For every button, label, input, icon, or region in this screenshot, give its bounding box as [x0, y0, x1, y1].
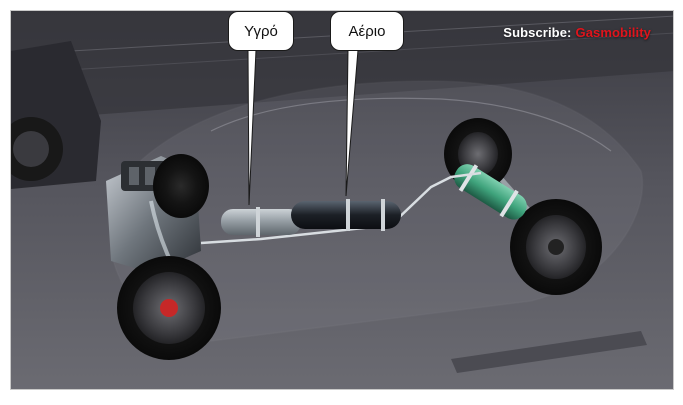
subscribe-label: Subscribe: [503, 25, 572, 40]
channel-name: Gasmobility [575, 25, 651, 40]
rear-gas-tank [454, 164, 527, 220]
callout-liquid: Υγρό [228, 11, 294, 51]
rear-wheel-right [510, 199, 602, 295]
video-frame: Subscribe:Gasmobility [10, 10, 674, 390]
front-wheel-right [153, 154, 209, 218]
callout-gas: Αέριο [330, 11, 404, 51]
main-fuel-tank [221, 199, 401, 237]
front-wheel-left [117, 256, 221, 360]
car-chassis-render [11, 11, 673, 389]
subscribe-watermark: Subscribe:Gasmobility [503, 25, 651, 40]
